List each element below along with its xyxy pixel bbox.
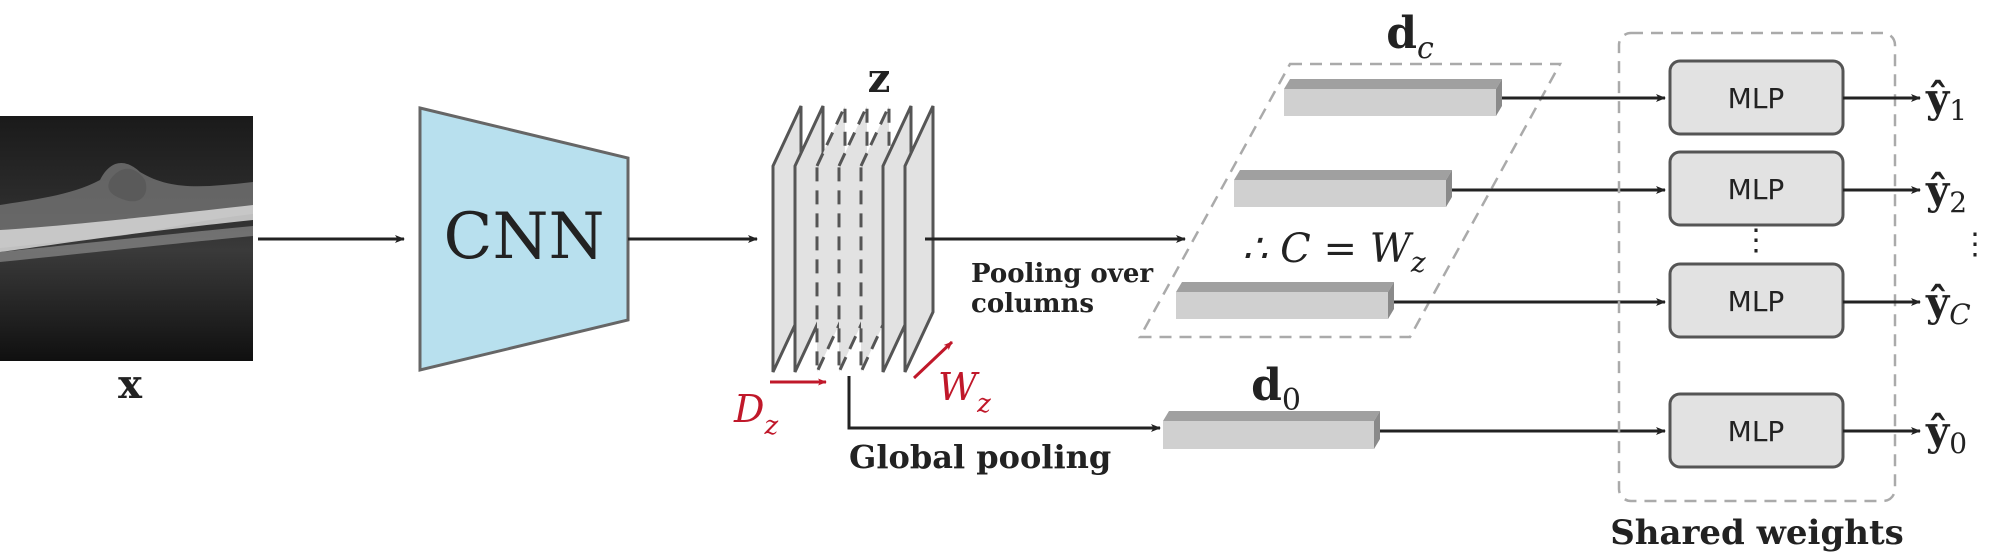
pooling-columns-line1: Pooling over — [971, 259, 1153, 289]
mlp-label-0: MLP — [1728, 415, 1785, 448]
pooling-columns-line2: columns — [971, 289, 1094, 319]
column-count-equation: ∴ C = Wz — [1242, 226, 1426, 279]
input-label: x — [118, 361, 143, 408]
cnn-block — [418, 106, 630, 372]
column-feature-bar-c — [1176, 282, 1394, 319]
column-feature-bar-2 — [1234, 170, 1452, 207]
input-image — [0, 116, 253, 361]
column-feature-bar-1 — [1284, 79, 1502, 116]
output-y2: ŷ2 — [1925, 167, 1967, 219]
output-y1: ŷ1 — [1925, 75, 1967, 127]
output-y0: ŷ0 — [1925, 408, 1967, 460]
mlp-label-1: MLP — [1728, 82, 1785, 115]
output-yc: ŷC — [1925, 279, 1971, 331]
column-features-group — [1137, 62, 1563, 339]
cnn-label: CNN — [444, 200, 605, 274]
global-feature-label: d0 — [1251, 360, 1301, 418]
arrow-global-pooling — [847, 376, 1161, 432]
global-feature-bar — [1163, 411, 1380, 449]
column-features-label: dc — [1386, 8, 1434, 66]
output-ellipsis: ⋮ — [1960, 227, 1990, 262]
shared-weights-group — [1617, 31, 1897, 503]
feature-map-label: z — [868, 55, 891, 102]
global-pooling-label: Global pooling — [849, 438, 1111, 476]
shared-weights-label: Shared weights — [1610, 513, 1904, 553]
depth-label: Dz — [733, 387, 778, 441]
mlp-label-2: MLP — [1728, 173, 1785, 206]
mlp-ellipsis: ⋮ — [1741, 223, 1771, 258]
feature-map-z — [771, 105, 935, 373]
mlp-label-c: MLP — [1728, 285, 1785, 318]
width-arrow — [912, 340, 954, 380]
width-label: Wz — [938, 365, 991, 419]
